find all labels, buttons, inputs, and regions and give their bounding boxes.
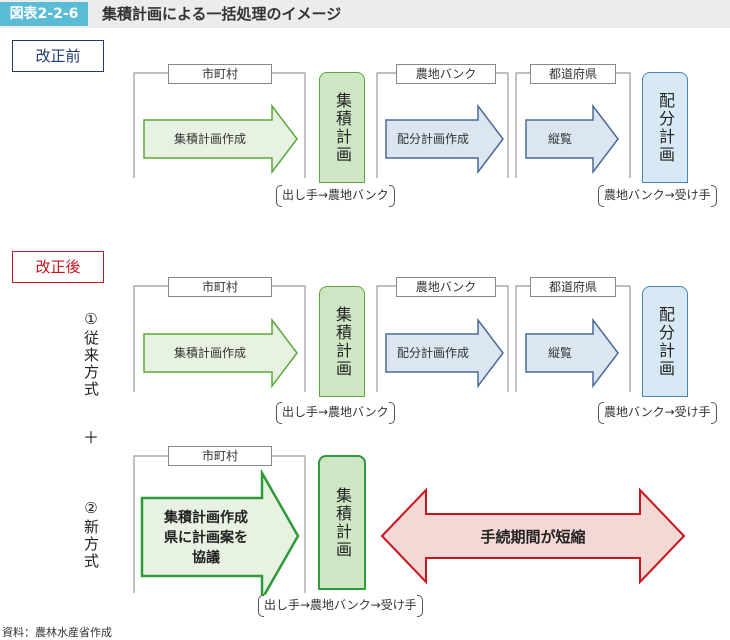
phase-label-after: 改正後 — [12, 251, 104, 283]
arrow-label-after-shuseki: 集積計画作成 — [173, 346, 246, 360]
arrow-label-new-line-1: 集積計画作成 — [164, 510, 248, 526]
box-before-haibun-keikaku: 配分計画 — [642, 72, 688, 183]
figure-number: 図表2-2-6 — [0, 2, 88, 26]
arrow-after-jukan — [525, 317, 619, 389]
arrow-label-new-line-2: 県に計画案を — [164, 530, 248, 546]
handoff-new: 出し手→農地バンク→受け手 — [258, 595, 423, 617]
arrow-after-haibun — [385, 317, 504, 389]
arrow-after-shuseki — [143, 317, 298, 389]
tab-after-shichoson: 市町村 — [168, 277, 272, 297]
tab-new-shichoson: 市町村 — [168, 446, 272, 466]
arrow-label-new-shuseki: 集積計画作成 県に計画案を 協議 — [146, 508, 266, 568]
tab-after-bank: 農地バンク — [396, 277, 496, 297]
tab-before-pref: 都道府県 — [530, 64, 616, 84]
handoff-after-1: 出し手→農地バンク — [276, 402, 395, 424]
tab-after-pref: 都道府県 — [530, 277, 616, 297]
method-1-label: ①従来方式 — [82, 310, 100, 398]
box-after-haibun-keikaku: 配分計画 — [642, 286, 688, 397]
arrow-new-shuseki — [140, 468, 300, 604]
double-arrow-shortened — [380, 487, 686, 585]
box-new-shuseki-keikaku: 集積計画 — [318, 455, 366, 590]
handoff-before-1: 出し手→農地バンク — [276, 185, 395, 207]
arrow-label-after-jukan: 縦覧 — [547, 346, 572, 360]
source-note: 資料：農林水産省作成 — [2, 626, 112, 639]
handoff-after-2: 農地バンク→受け手 — [598, 402, 717, 424]
phase-label-before: 改正前 — [12, 40, 104, 72]
plus-sign: ＋ — [83, 428, 100, 447]
arrow-label-after-haibun: 配分計画作成 — [396, 346, 469, 360]
handoff-before-2: 農地バンク→受け手 — [598, 185, 717, 207]
method-2-label: ②新方式 — [82, 498, 100, 570]
arrow-label-before-haibun: 配分計画作成 — [396, 132, 469, 146]
tab-before-bank: 農地バンク — [396, 64, 496, 84]
tab-before-shichoson: 市町村 — [168, 64, 272, 84]
arrow-before-jukan — [525, 103, 619, 175]
arrow-label-before-jukan: 縦覧 — [547, 132, 572, 146]
shortened-label: 手続期間が短縮 — [480, 528, 586, 546]
arrow-label-new-line-3: 協議 — [192, 550, 220, 566]
arrow-before-shuseki — [143, 103, 298, 175]
figure-header — [0, 0, 730, 28]
arrow-before-haibun — [385, 103, 504, 175]
box-after-shuseki-keikaku: 集積計画 — [319, 286, 365, 397]
arrow-label-before-shuseki: 集積計画作成 — [173, 132, 246, 146]
figure-title: 集積計画による一括処理のイメージ — [102, 5, 342, 23]
box-before-shuseki-keikaku: 集積計画 — [319, 72, 365, 183]
